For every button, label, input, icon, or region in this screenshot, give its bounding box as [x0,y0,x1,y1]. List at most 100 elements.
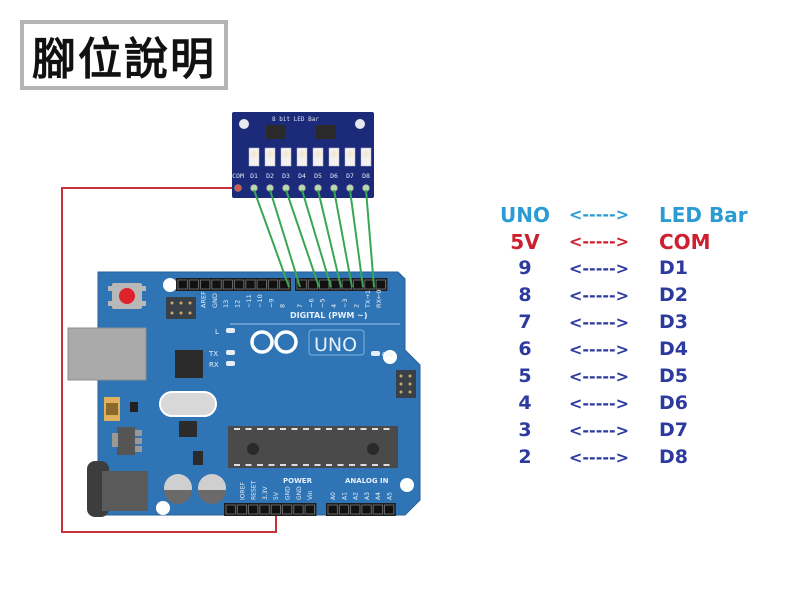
chip-pin [234,464,240,466]
power-header [224,503,317,516]
icsp-header-right [396,370,416,398]
digital-header-left-socket [245,279,256,290]
digital-header-left-socket [188,279,200,290]
uno-logo-text: UNO [314,334,357,356]
chip-pin [314,464,321,466]
mapping-right: D2 [659,284,688,306]
power-header-socket [293,504,304,515]
digital-header-left-socket [200,279,211,290]
led-l: L [215,328,235,336]
power-pin-label: Vin [307,490,314,500]
reset-button [108,283,146,309]
led-segment-lens [283,151,289,157]
mapping-arrow: <-----> [569,394,630,413]
digital-header-right-socket [375,279,386,290]
led-segment-lens [363,151,369,157]
chip-pin [303,428,309,430]
electrolytic-capacitor [198,474,226,504]
chip-pin [326,428,332,430]
signal-wire [317,189,342,288]
led-bar-pin-label: D4 [298,172,306,180]
mapping-right: D6 [659,392,688,414]
mapping-arrow: <-----> [569,232,630,251]
chip-pin [349,428,355,430]
analog-pin-label: A1 [341,492,348,500]
mapping-left: 7 [518,311,532,333]
mapping-right: D8 [659,446,688,468]
chip-pin [349,464,355,466]
signal-wires [253,189,375,288]
chip-pin [245,428,252,430]
electrolytic-capacitor [164,474,192,504]
power-header-socket [270,504,281,515]
atmega-microcontroller [228,426,398,468]
power-pin-label: RESET [251,480,258,500]
mounting-hole [400,478,414,492]
power-pin-label: IOREF [239,482,246,500]
digital-pin-label: 12 [234,300,242,308]
analog-header-socket [338,504,349,515]
mapping-right: D4 [659,338,688,360]
chip-pin [337,428,344,430]
chip-pin [326,464,332,466]
power-header-socket [248,504,259,515]
chip-pin [360,464,367,466]
chip-pin [383,428,390,430]
mapping-arrow: <-----> [569,448,630,467]
digital-pin-label: ~5 [319,298,327,308]
pin-mapping-table: UNO <-----> LED Bar 5V <-----> COM 9 <--… [497,203,757,473]
led-label-on: ON [382,351,393,359]
chip-pin [337,464,344,466]
power-header-socket [304,504,315,515]
uno-logo-box [308,329,365,356]
digital-pin-label: RX←0 [375,289,383,308]
mapping-arrow: <-----> [569,259,630,278]
chip-pin [372,464,378,466]
power-pin-label: 3.3V [262,485,269,500]
mapping-row: 5 <-----> D5 [497,365,757,392]
icsp-header [166,297,196,319]
mapping-left: 3 [518,419,532,441]
mapping-right: LED Bar [659,203,748,227]
mapping-arrow: <-----> [569,313,630,332]
mapping-header-row: UNO <-----> LED Bar [497,203,757,230]
digital-header-left-socket [222,279,233,290]
signal-wire [349,189,364,288]
power-pin-label: 5V [273,491,280,500]
title-box: 腳位說明 [20,20,228,90]
led-bar-hole [355,119,365,129]
led-bar-pin-label: D3 [282,172,290,180]
power-header-socket [236,504,248,515]
led-segment-lens [299,151,305,157]
page-title: 腳位說明 [32,34,216,85]
digital-pin-label: 2 [353,304,361,308]
led-bar-pin-label: COM [232,172,244,180]
led-bar-pin-label: D7 [346,172,354,180]
led-segment-lens [347,151,353,157]
mapping-arrow: <-----> [569,367,630,386]
mapping-right: COM [659,230,711,254]
chip-pin [291,464,298,466]
analog-header [326,503,396,516]
power-header-housing [224,503,317,516]
chip-pin [303,464,309,466]
power-wire [61,187,277,533]
digital-pin-label: ~11 [245,294,253,308]
mapping-right: D3 [659,311,688,333]
mapping-left: 6 [518,338,532,360]
mapping-row: 4 <-----> D6 [497,392,757,419]
digital-pin-label: ~3 [341,298,349,308]
transistor [130,402,138,412]
led-segment-lens [315,151,321,157]
digital-pin-label: ~9 [267,298,275,308]
chip-pin [257,428,263,430]
signal-wire [285,189,320,288]
digital-header-left-socket [234,279,245,290]
mounting-hole [383,350,397,364]
chip-pin [291,428,298,430]
led-segment-lens [267,151,273,157]
mapping-row: 7 <-----> D3 [497,311,757,338]
